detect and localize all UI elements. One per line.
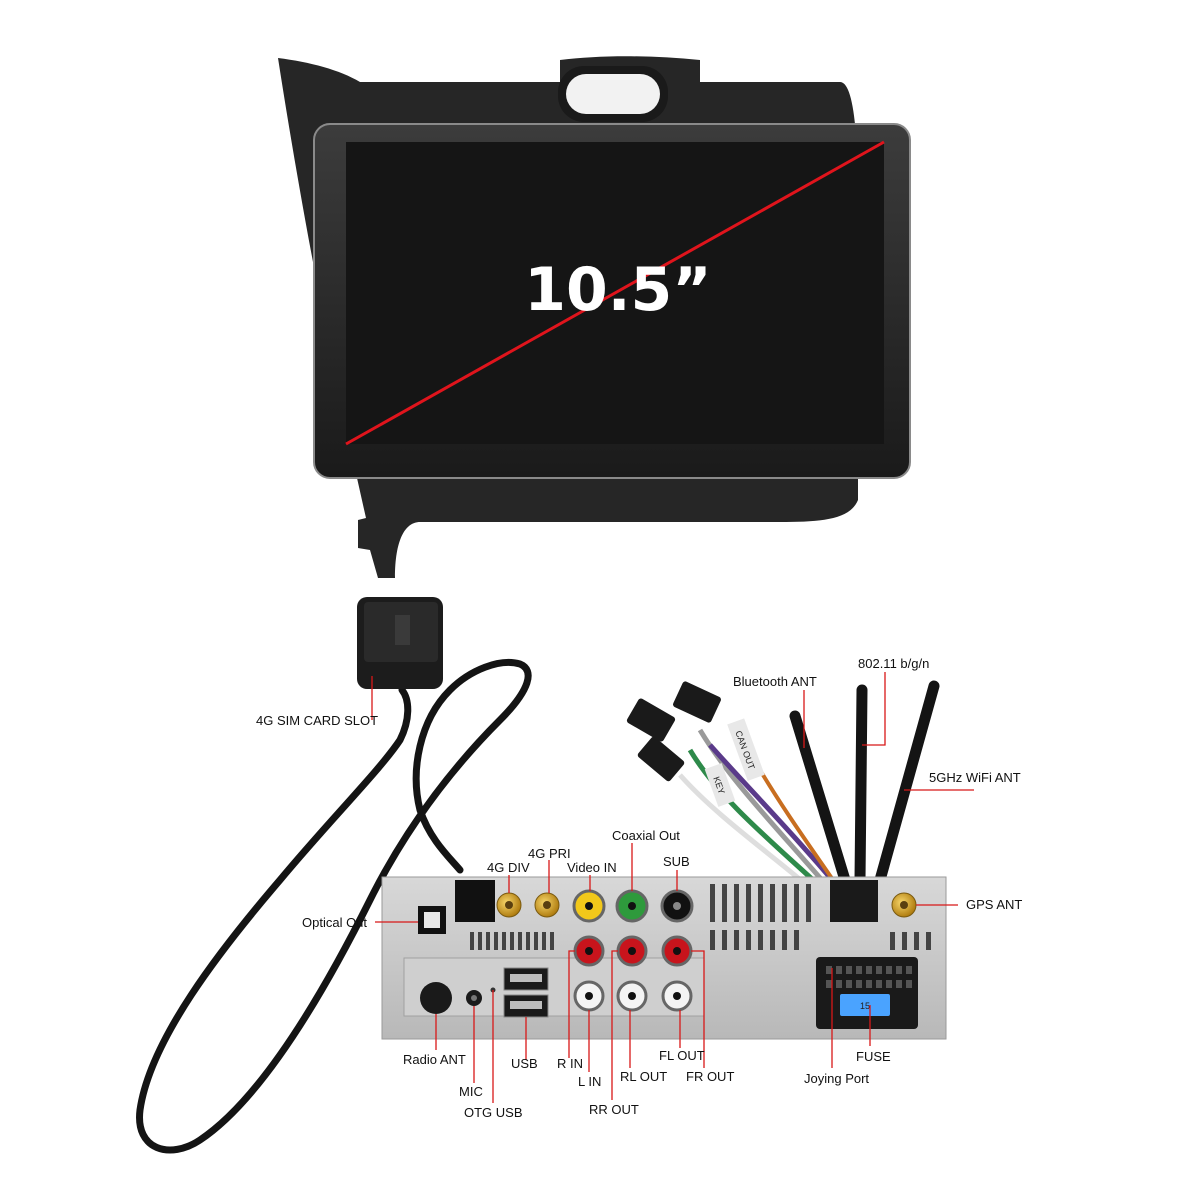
callout-r-in [568, 950, 575, 1058]
harness-main-connector [830, 880, 878, 922]
port-rl-out-pin [628, 992, 636, 1000]
callout-rr-out [611, 950, 618, 1100]
optical-out-shutter [424, 912, 440, 928]
label-fuse: FUSE [856, 1049, 891, 1064]
port-radio-ant[interactable] [420, 982, 452, 1014]
label-r-in: R IN [557, 1056, 583, 1071]
label-rl-out: RL OUT [620, 1069, 667, 1084]
port-l-in-pin [585, 992, 593, 1000]
fuse[interactable] [840, 994, 890, 1016]
label-sub: SUB [663, 854, 690, 869]
port-mic-pin [471, 995, 477, 1001]
top-handle-hole [566, 74, 660, 114]
harness-plug-1 [673, 681, 721, 723]
port-4g-pri-pin [543, 901, 551, 909]
label-rr-out: RR OUT [589, 1102, 639, 1117]
tag-key: KEY [704, 763, 736, 807]
port-fl-out-pin [673, 992, 681, 1000]
label-4g-div: 4G DIV [487, 860, 530, 875]
label-4g-pri: 4G PRI [528, 846, 571, 861]
callout-fr-out [691, 950, 705, 1068]
label-otg-usb: OTG USB [464, 1105, 523, 1120]
label-fl-out: FL OUT [659, 1048, 705, 1063]
callout-wifi-24 [862, 672, 886, 746]
label-mic: MIC [459, 1084, 483, 1099]
port-r-in-pin [585, 947, 593, 955]
port-fr-out-pin [673, 947, 681, 955]
rear-panel: 15 [381, 876, 947, 1040]
sim-card-cable [136, 597, 532, 1154]
harness-plug-3 [637, 736, 685, 782]
head-unit-front: 10.5” [278, 56, 911, 578]
sim-plug-connector [455, 880, 495, 922]
port-rr-out-pin [628, 947, 636, 955]
antenna-wifi-5g [874, 680, 940, 886]
sim-slot-arrow [395, 615, 410, 645]
port-usb-1-tongue [510, 974, 542, 982]
label-wifi-24: 802.11 b/g/n [858, 656, 929, 671]
screen-size-label: 10.5” [524, 255, 711, 325]
sim-cable-loop [136, 658, 532, 1154]
label-sim-slot: 4G SIM CARD SLOT [256, 713, 378, 728]
antenna-bluetooth [789, 710, 851, 886]
port-sub-pin [673, 902, 681, 910]
label-optical-out: Optical Out [302, 915, 367, 930]
label-gps-ant: GPS ANT [966, 897, 1022, 912]
vents-right [710, 884, 931, 950]
wire-harness: CAN OUT KEY [626, 680, 940, 907]
label-joying-port: Joying Port [804, 1071, 869, 1086]
vents-left [470, 932, 554, 950]
label-radio-ant: Radio ANT [403, 1052, 466, 1067]
callout-lines [371, 672, 974, 1103]
screen-diagonal [345, 140, 885, 446]
label-coaxial-out: Coaxial Out [612, 828, 680, 843]
label-video-in: Video IN [567, 860, 617, 875]
fuse-value: 15 [860, 1001, 870, 1011]
label-fr-out: FR OUT [686, 1069, 734, 1084]
joying-port-pins [826, 966, 912, 988]
antenna-wifi-24 [854, 684, 868, 886]
label-l-in: L IN [578, 1074, 601, 1089]
port-4g-div-pin [505, 901, 513, 909]
port-coaxial-out-pin [628, 902, 636, 910]
label-bluetooth-ant: Bluetooth ANT [733, 674, 817, 689]
rear-lower-strip [403, 957, 705, 1017]
labels: 4G SIM CARD SLOT Bluetooth ANT 802.11 b/… [256, 656, 1022, 1120]
label-wifi-5g: 5GHz WiFi ANT [929, 770, 1021, 785]
label-usb: USB [511, 1056, 538, 1071]
port-gps-ant-pin [900, 901, 908, 909]
harness-plug-2 [626, 698, 676, 742]
port-usb-2-tongue [510, 1001, 542, 1009]
port-video-in-pin [585, 902, 593, 910]
